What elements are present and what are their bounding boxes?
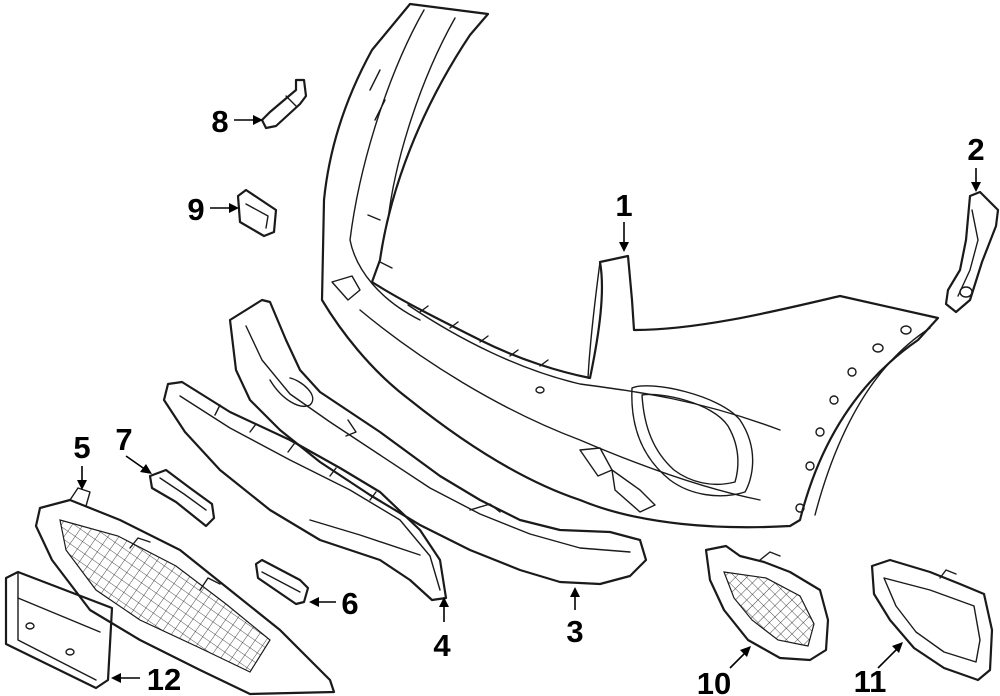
callout-12: 12 bbox=[147, 662, 181, 696]
callout-5: 5 bbox=[73, 430, 90, 465]
callout-11: 11 bbox=[854, 664, 887, 696]
callout-2: 2 bbox=[967, 132, 984, 167]
callout-7: 7 bbox=[115, 422, 132, 457]
callout-1: 1 bbox=[615, 188, 632, 223]
grille-frame bbox=[162, 380, 448, 602]
side-bracket bbox=[944, 190, 1000, 314]
license-plate-bracket bbox=[4, 570, 114, 690]
leader-lines bbox=[77, 115, 981, 683]
lower-spoiler bbox=[228, 298, 648, 586]
callout-9: 9 bbox=[187, 192, 204, 227]
lower-grille bbox=[34, 487, 336, 696]
grille-bracket bbox=[148, 468, 216, 528]
callout-3: 3 bbox=[566, 614, 583, 649]
callout-10: 10 bbox=[697, 666, 731, 696]
callouts: 1 2 3 4 5 6 7 8 9 10 11 12 bbox=[73, 104, 984, 696]
callout-4: 4 bbox=[433, 628, 451, 663]
clip bbox=[260, 78, 308, 130]
trim-strip bbox=[254, 558, 310, 606]
callout-8: 8 bbox=[211, 104, 228, 139]
bracket-plate bbox=[236, 188, 278, 238]
callout-6: 6 bbox=[341, 586, 358, 621]
fog-lamp-grille bbox=[704, 544, 830, 662]
fog-lamp-surround bbox=[870, 558, 994, 682]
bumper-cover bbox=[320, 2, 940, 529]
